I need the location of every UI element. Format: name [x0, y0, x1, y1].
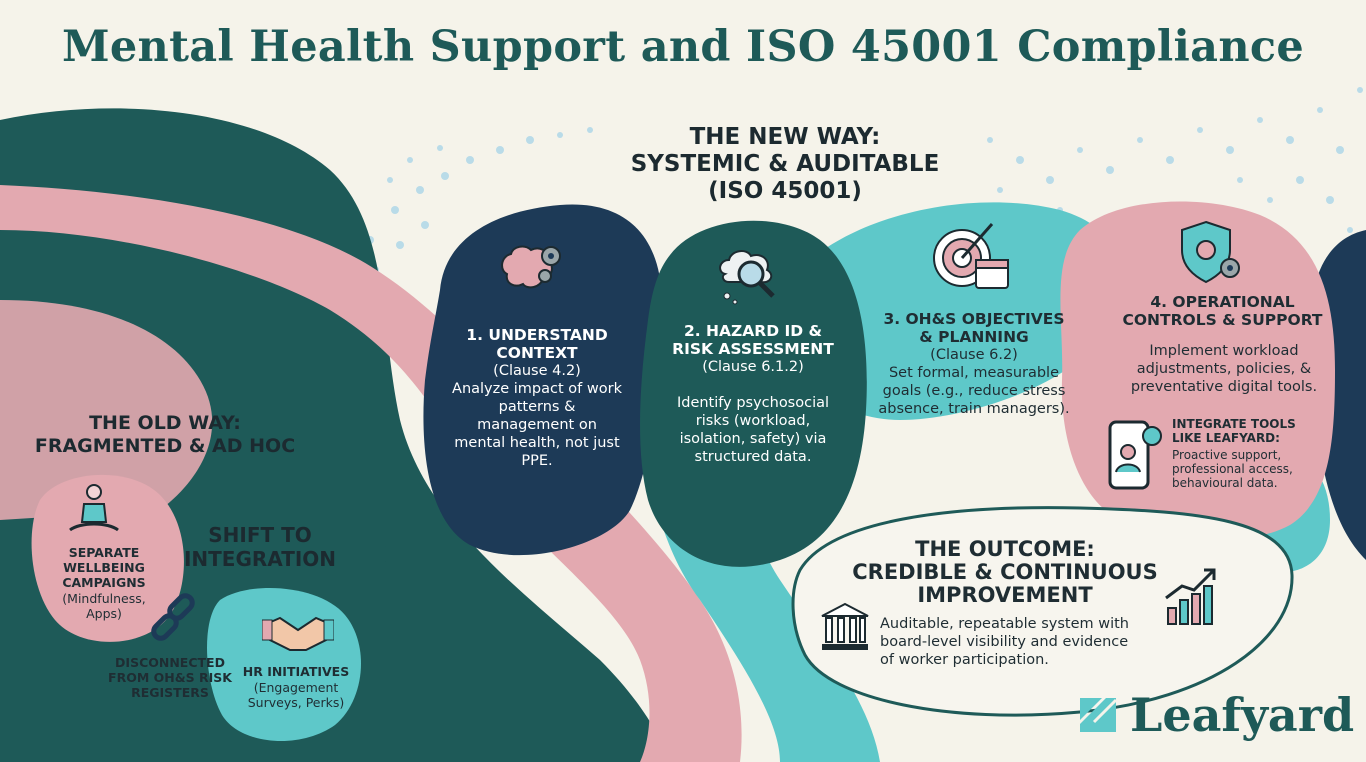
step-body: Analyze impact of work patterns & manage…: [452, 381, 622, 469]
phone-support-icon: [1108, 420, 1162, 490]
outcome-line3: IMPROVEMENT: [917, 583, 1093, 607]
wellbeing-campaigns-title: SEPARATE WELLBEING CAMPAIGNS: [62, 545, 146, 590]
leaf-logo-icon: [1080, 698, 1118, 732]
new-way-heading: THE NEW WAY: SYSTEMIC & AUDITABLE (ISO 4…: [600, 124, 970, 205]
step-objectives-planning: 3. OH&S OBJECTIVES & PLANNING (Clause 6.…: [874, 310, 1074, 418]
handshake-icon: [262, 616, 334, 651]
meditation-icon: [69, 484, 119, 532]
new-way-line1: THE NEW WAY:: [689, 124, 881, 150]
step-clause: (Clause 6.1.2): [702, 359, 804, 375]
old-way-line2: FRAGMENTED & AD HOC: [34, 435, 296, 457]
step-operational-body: Implement workload adjustments, policies…: [1130, 343, 1318, 395]
page-title: Mental Health Support and ISO 45001 Comp…: [61, 22, 1305, 72]
step-body: Set formal, measurable goals (e.g., redu…: [878, 365, 1070, 417]
hr-initiatives-detail: (Engagement Surveys, Perks): [247, 680, 345, 710]
brand-logo-text: Leafyard: [1130, 688, 1355, 742]
new-way-line3: (ISO 45001): [708, 178, 862, 204]
old-way-heading: THE OLD WAY: FRAGMENTED & AD HOC: [20, 412, 310, 458]
step-understand-context: 1. UNDERSTAND CONTEXT (Clause 4.2) Analy…: [452, 326, 622, 470]
target-calendar-icon: [933, 223, 1009, 289]
outcome-heading: THE OUTCOME: CREDIBLE & CONTINUOUS IMPRO…: [835, 538, 1175, 607]
wellbeing-campaigns-detail: (Mindfulness, Apps): [62, 591, 146, 621]
new-way-line2: SYSTEMIC & AUDITABLE: [630, 151, 940, 177]
step-hazard-id: 2. HAZARD ID & RISK ASSESSMENT (Clause 6…: [663, 322, 843, 466]
shift-line2: INTEGRATION: [183, 547, 337, 571]
step-title: 1. UNDERSTAND CONTEXT: [466, 326, 608, 362]
brain-gears-icon: [501, 245, 561, 289]
step-operational-controls: 4. OPERATIONAL CONTROLS & SUPPORT: [1122, 293, 1323, 329]
broken-chain-icon: [151, 593, 195, 641]
institution-icon: [821, 602, 869, 650]
shield-gear-icon: [1181, 220, 1240, 284]
tools-heading: INTEGRATE TOOLS LIKE LEAFYARD:: [1172, 417, 1296, 445]
outcome-body: Auditable, repeatable system with board-…: [880, 616, 1129, 668]
growth-chart-icon: [1165, 568, 1216, 625]
shift-arrow: [342, 543, 401, 565]
magnifier-cloud-icon: [719, 250, 775, 305]
step-title: 3. OH&S OBJECTIVES & PLANNING: [883, 310, 1065, 346]
shift-line1: SHIFT TO: [208, 523, 312, 547]
step-title: 2. HAZARD ID & RISK ASSESSMENT: [672, 322, 834, 358]
step-clause: (Clause 4.2): [493, 363, 581, 379]
shift-label: SHIFT TO INTEGRATION: [180, 523, 340, 571]
hr-initiatives-title: HR INITIATIVES: [242, 664, 350, 679]
disconnected-label: DISCONNECTED FROM OH&S RISK REGISTERS: [108, 655, 232, 700]
step-body: Identify psychosocial risks (workload, i…: [676, 395, 830, 465]
tools-body: Proactive support, professional access, …: [1172, 448, 1293, 490]
step-clause: (Clause 6.2): [930, 347, 1018, 363]
old-way-line1: THE OLD WAY:: [89, 412, 241, 434]
outcome-line2: CREDIBLE & CONTINUOUS: [852, 560, 1158, 584]
outcome-line1: THE OUTCOME:: [915, 537, 1095, 561]
